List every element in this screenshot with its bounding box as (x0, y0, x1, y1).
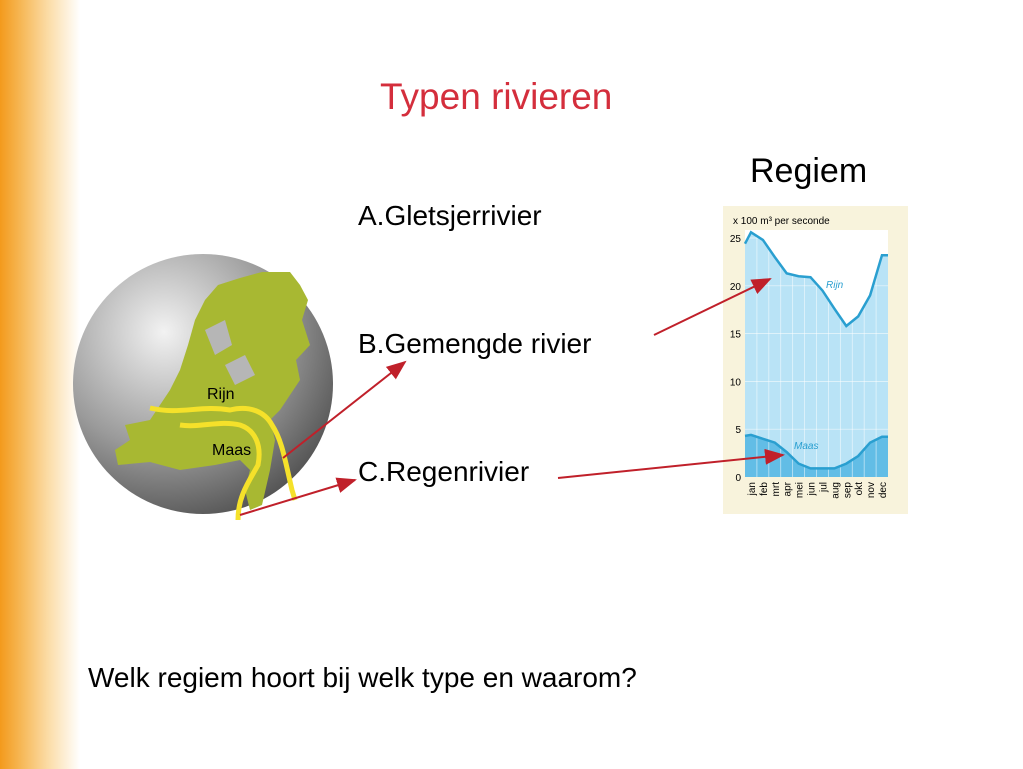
series-label-maas: Maas (794, 441, 818, 452)
type-a: A.Gletsjerrivier (358, 200, 542, 231)
chart-ylabel: x 100 m³ per seconde (733, 216, 830, 227)
x-tick-label: mei (795, 482, 806, 498)
slide-title: Typen rivieren (380, 76, 613, 117)
globe-map: Rijn Maas (73, 254, 333, 521)
arrows (239, 278, 785, 516)
y-tick-label: 15 (730, 330, 742, 341)
x-tick-label: feb (759, 482, 770, 496)
series-label-rijn: Rijn (826, 280, 844, 291)
y-tick-label: 10 (730, 377, 742, 388)
arrow-rijn-to-b (282, 360, 407, 459)
type-b: B.Gemengde rivier (358, 328, 592, 359)
x-tick-label: jan (747, 482, 758, 496)
map-label-rijn: Rijn (207, 386, 235, 403)
y-tick-label: 20 (730, 282, 742, 293)
x-tick-label: sep (842, 482, 853, 499)
rijn-river (149, 405, 298, 501)
y-tick-label: 5 (735, 425, 741, 436)
arrow-c-to-maas (557, 448, 785, 479)
rijn-line (743, 230, 888, 328)
arrow-b-to-rijn (653, 278, 772, 336)
maas-line (744, 433, 888, 470)
regiem-heading: Regiem (750, 152, 868, 190)
y-tick-label: 0 (735, 473, 741, 484)
type-c: C.Regenrivier (358, 456, 530, 487)
x-tick-label: jun (807, 482, 818, 496)
decorative-stripe (0, 0, 80, 769)
x-tick-label: okt (854, 482, 865, 496)
x-tick-label: jul (818, 482, 829, 493)
y-tick-label: 25 (730, 234, 742, 245)
question-text: Welk regiem hoort bij welk type en waaro… (88, 662, 637, 693)
x-tick-label: nov (866, 482, 877, 498)
x-tick-label: mrt (771, 482, 782, 497)
x-tick-label: aug (830, 482, 841, 499)
x-tick-label: dec (878, 482, 889, 498)
map-label-maas: Maas (212, 442, 251, 459)
arrow-maas-to-c (239, 477, 357, 516)
maas-river (179, 420, 262, 521)
x-tick-label: apr (783, 481, 794, 496)
